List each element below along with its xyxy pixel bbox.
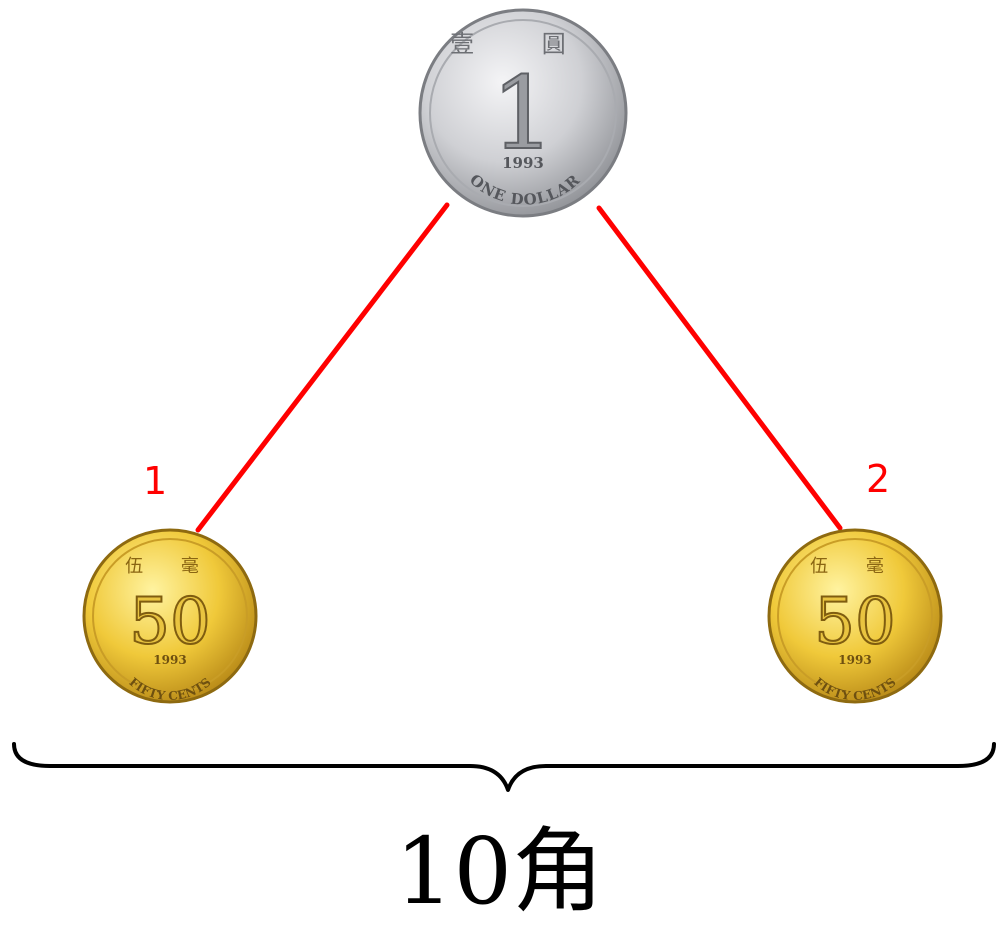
fifty-cent-chinese-text: 伍 毫 — [125, 556, 215, 577]
total-value-label: 10角 — [394, 818, 605, 925]
fifty-cent-face-value: 50 — [814, 585, 895, 659]
curly-brace — [12, 742, 996, 792]
dollar-face-value: 1 — [491, 55, 555, 172]
fifty-cent-coin-left: 伍 毫 50 1993 FIFTY CENTS — [82, 528, 258, 704]
fifty-cent-chinese-text: 伍 毫 — [810, 556, 900, 577]
coin-number-label-2: 2 — [866, 457, 891, 501]
dollar-chinese-text: 壹 圓 — [450, 30, 596, 58]
fifty-cent-year: 1993 — [838, 653, 871, 667]
fifty-cent-face-value: 50 — [129, 585, 210, 659]
coin-number-label-1: 1 — [143, 459, 168, 503]
dollar-year: 1993 — [502, 154, 544, 172]
one-dollar-coin: 壹 圓 1 1993 ONE DOLLAR — [418, 8, 628, 218]
connector-line-right — [596, 205, 843, 531]
fifty-cent-coin-right: 伍 毫 50 1993 FIFTY CENTS — [767, 528, 943, 704]
connector-line-left — [195, 202, 450, 533]
fifty-cent-year: 1993 — [153, 653, 186, 667]
